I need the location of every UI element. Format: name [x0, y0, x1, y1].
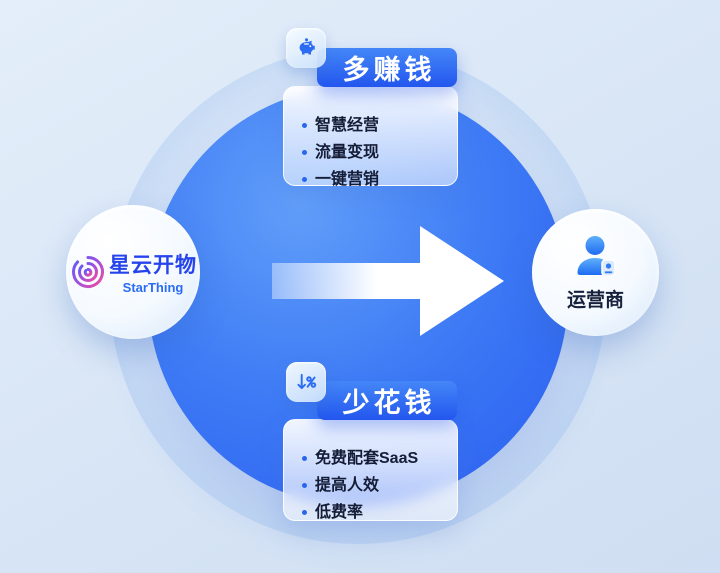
spend-less-badge: 少花钱	[317, 381, 457, 420]
bullet-dot	[302, 483, 307, 488]
brand-text: 星云开物 StarThing	[109, 249, 197, 295]
flow-arrow	[272, 226, 504, 336]
list-item: 智慧经营	[302, 116, 457, 135]
list-item-label: 免费配套SaaS	[315, 450, 419, 467]
piggy-bank-icon	[299, 37, 315, 54]
discount-down-icon	[296, 373, 316, 389]
spiral-galaxy-icon	[72, 256, 104, 288]
list-item: 流量变现	[302, 143, 457, 162]
brand-name-en: StarThing	[122, 280, 184, 295]
list-item-label: 流量变现	[315, 144, 380, 161]
earn-more-badge: 多赚钱	[317, 48, 457, 87]
list-item-label: 低费率	[315, 504, 364, 521]
list-item: 免费配套SaaS	[302, 449, 457, 468]
bullet-dot	[302, 177, 307, 182]
brand-logo: 星云开物 StarThing	[69, 249, 197, 295]
bullet-dot	[302, 150, 307, 155]
list-item-label: 提高人效	[315, 477, 380, 494]
operator-person-icon	[577, 235, 616, 277]
bullet-dot	[302, 123, 307, 128]
list-item: 低费率	[302, 503, 457, 522]
brand-bubble: 星云开物 StarThing	[66, 205, 200, 339]
bullet-dot	[302, 510, 307, 515]
brand-name-cn: 星云开物	[109, 254, 197, 277]
list-item-label: 一键营销	[315, 171, 380, 188]
piggy-bank-tile	[286, 28, 326, 68]
earn-more-card: 智慧经营 流量变现 一键营销	[283, 86, 458, 189]
list-item: 提高人效	[302, 476, 457, 495]
list-item: 一键营销	[302, 170, 457, 189]
spend-less-card: 免费配套SaaS 提高人效 低费率	[283, 419, 458, 521]
list-item-label: 智慧经营	[315, 117, 380, 134]
bullet-dot	[302, 456, 307, 461]
operator-label: 运营商	[566, 289, 624, 311]
discount-down-tile	[286, 362, 326, 402]
operator-bubble: 运营商	[532, 209, 659, 336]
